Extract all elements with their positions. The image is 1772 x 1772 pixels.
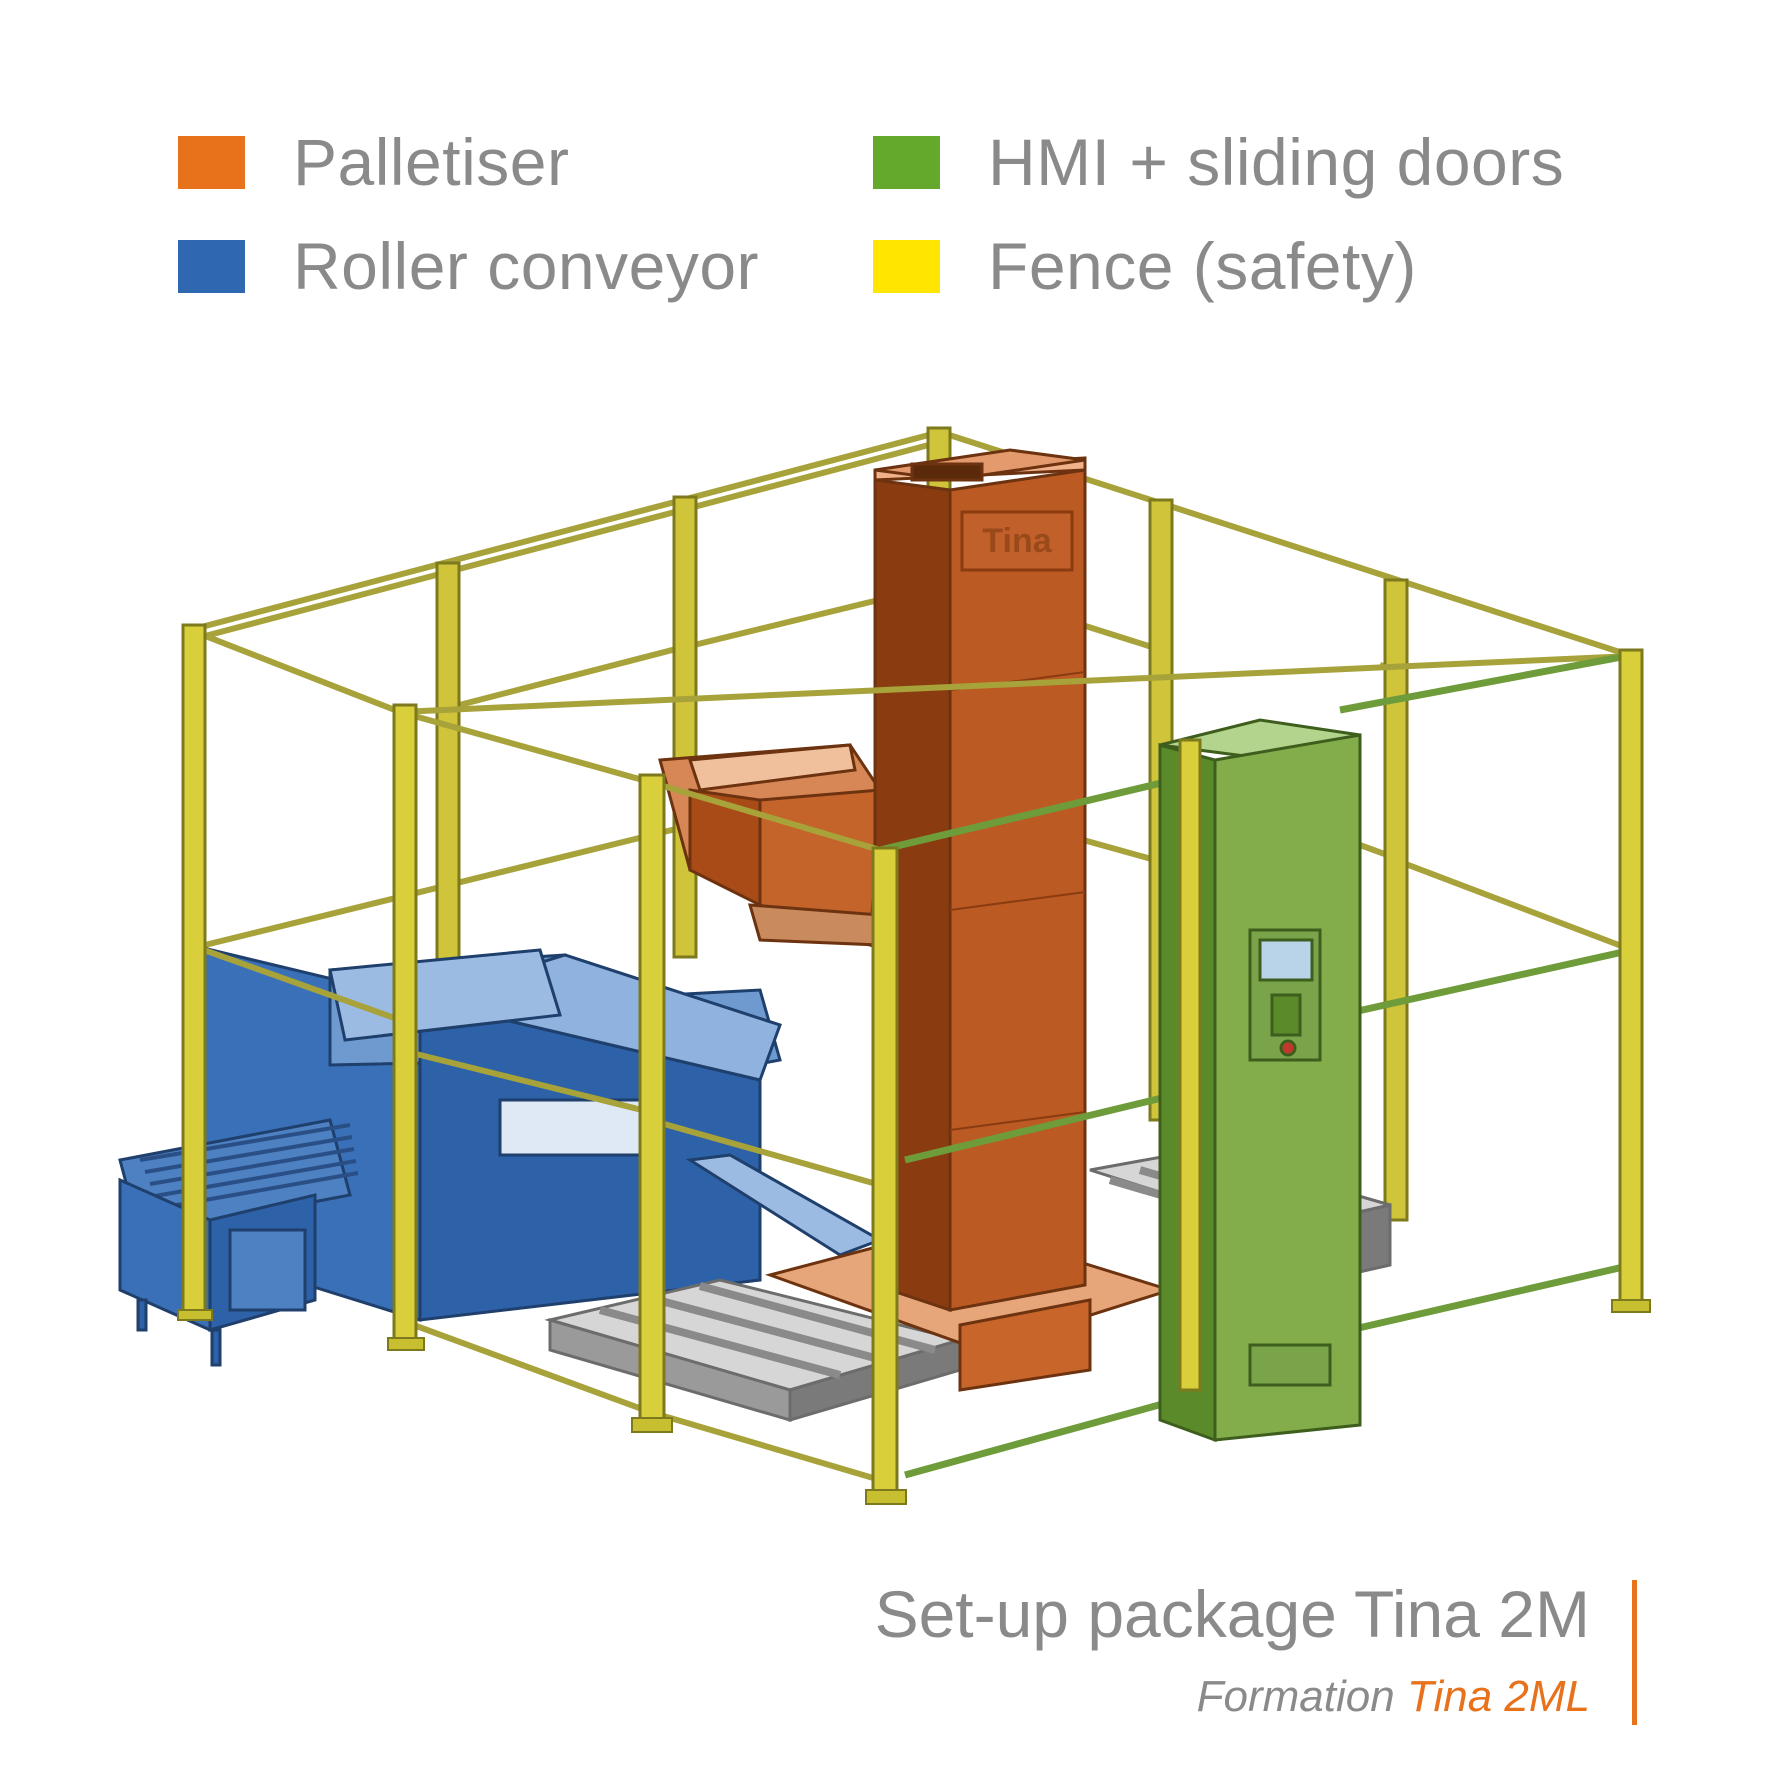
fence-front-rails	[188, 627, 1633, 1483]
legend-swatch-fence-safety	[873, 239, 940, 293]
legend-label-palletiser: Palletiser	[293, 125, 570, 199]
caption-subtitle-prefix: Formation	[1196, 1672, 1395, 1721]
legend-label-fence-safety: Fence (safety)	[988, 229, 1417, 303]
legend-item-roller-conveyor: Roller conveyor	[178, 228, 759, 304]
legend-swatch-roller-conveyor	[178, 239, 245, 293]
fence-post-feet	[177, 1299, 1651, 1505]
caption-accent-bar	[1632, 1580, 1637, 1725]
sliding-door-rails	[879, 651, 1633, 1479]
caption: Set-up package Tina 2M Formation Tina 2M…	[0, 1560, 1772, 1760]
caption-subtitle: Formation Tina 2ML	[1197, 1672, 1590, 1722]
legend-item-hmi-sliding-doors: HMI + sliding doors	[873, 124, 1564, 200]
caption-title: Set-up package Tina 2M	[874, 1577, 1590, 1651]
legend-item-fence-safety: Fence (safety)	[873, 228, 1417, 304]
legend-item-palletiser: Palletiser	[178, 124, 569, 200]
hmi-screen	[1258, 938, 1314, 982]
legend-swatch-palletiser	[178, 135, 245, 189]
caption-subtitle-accent: Tina 2ML	[1406, 1672, 1590, 1721]
palletiser-logo-text: Tina	[982, 522, 1052, 560]
legend-label-roller-conveyor: Roller conveyor	[293, 229, 760, 303]
legend: Palletiser Roller conveyor HMI + sliding…	[0, 0, 1772, 320]
legend-swatch-hmi-sliding-doors	[873, 135, 940, 189]
roller-conveyor	[118, 944, 884, 1367]
emergency-stop-icon	[1279, 1039, 1297, 1057]
legend-label-hmi-sliding-doors: HMI + sliding doors	[988, 125, 1565, 199]
